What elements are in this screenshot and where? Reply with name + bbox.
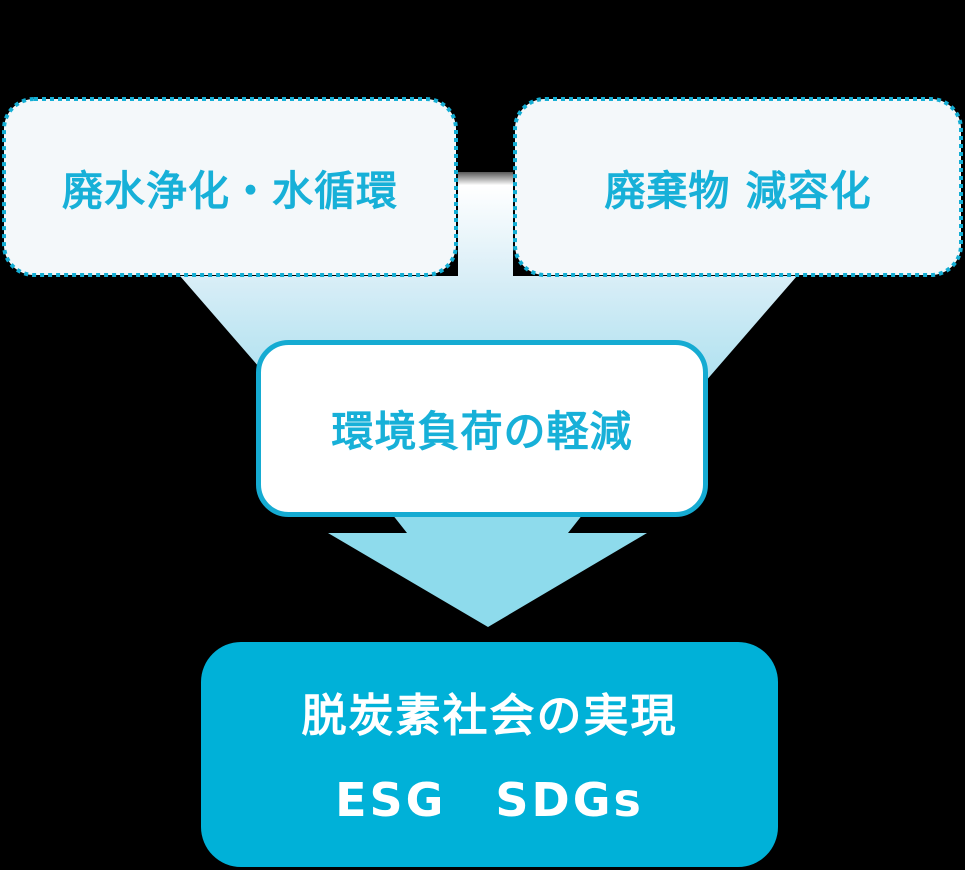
top-right-box-label: 廃棄物 減容化 (604, 167, 872, 215)
top-left-box-label: 廃水浄化・水循環 (62, 167, 398, 215)
top-left-box (2, 97, 458, 277)
bottom-box-labels: 脱炭素社会の実現 ESG SDGs (201, 642, 778, 867)
middle-box-label: 環境負荷の軽減 (331, 407, 633, 456)
down-arrow-shape (328, 514, 647, 627)
bottom-box-title: 脱炭素社会の実現 (301, 689, 678, 742)
bottom-box-subtitle: ESG SDGs (335, 773, 644, 827)
bottom-box (201, 642, 778, 867)
merge-funnel-shape (180, 172, 797, 390)
top-right-box (513, 97, 963, 277)
middle-box (256, 340, 708, 517)
